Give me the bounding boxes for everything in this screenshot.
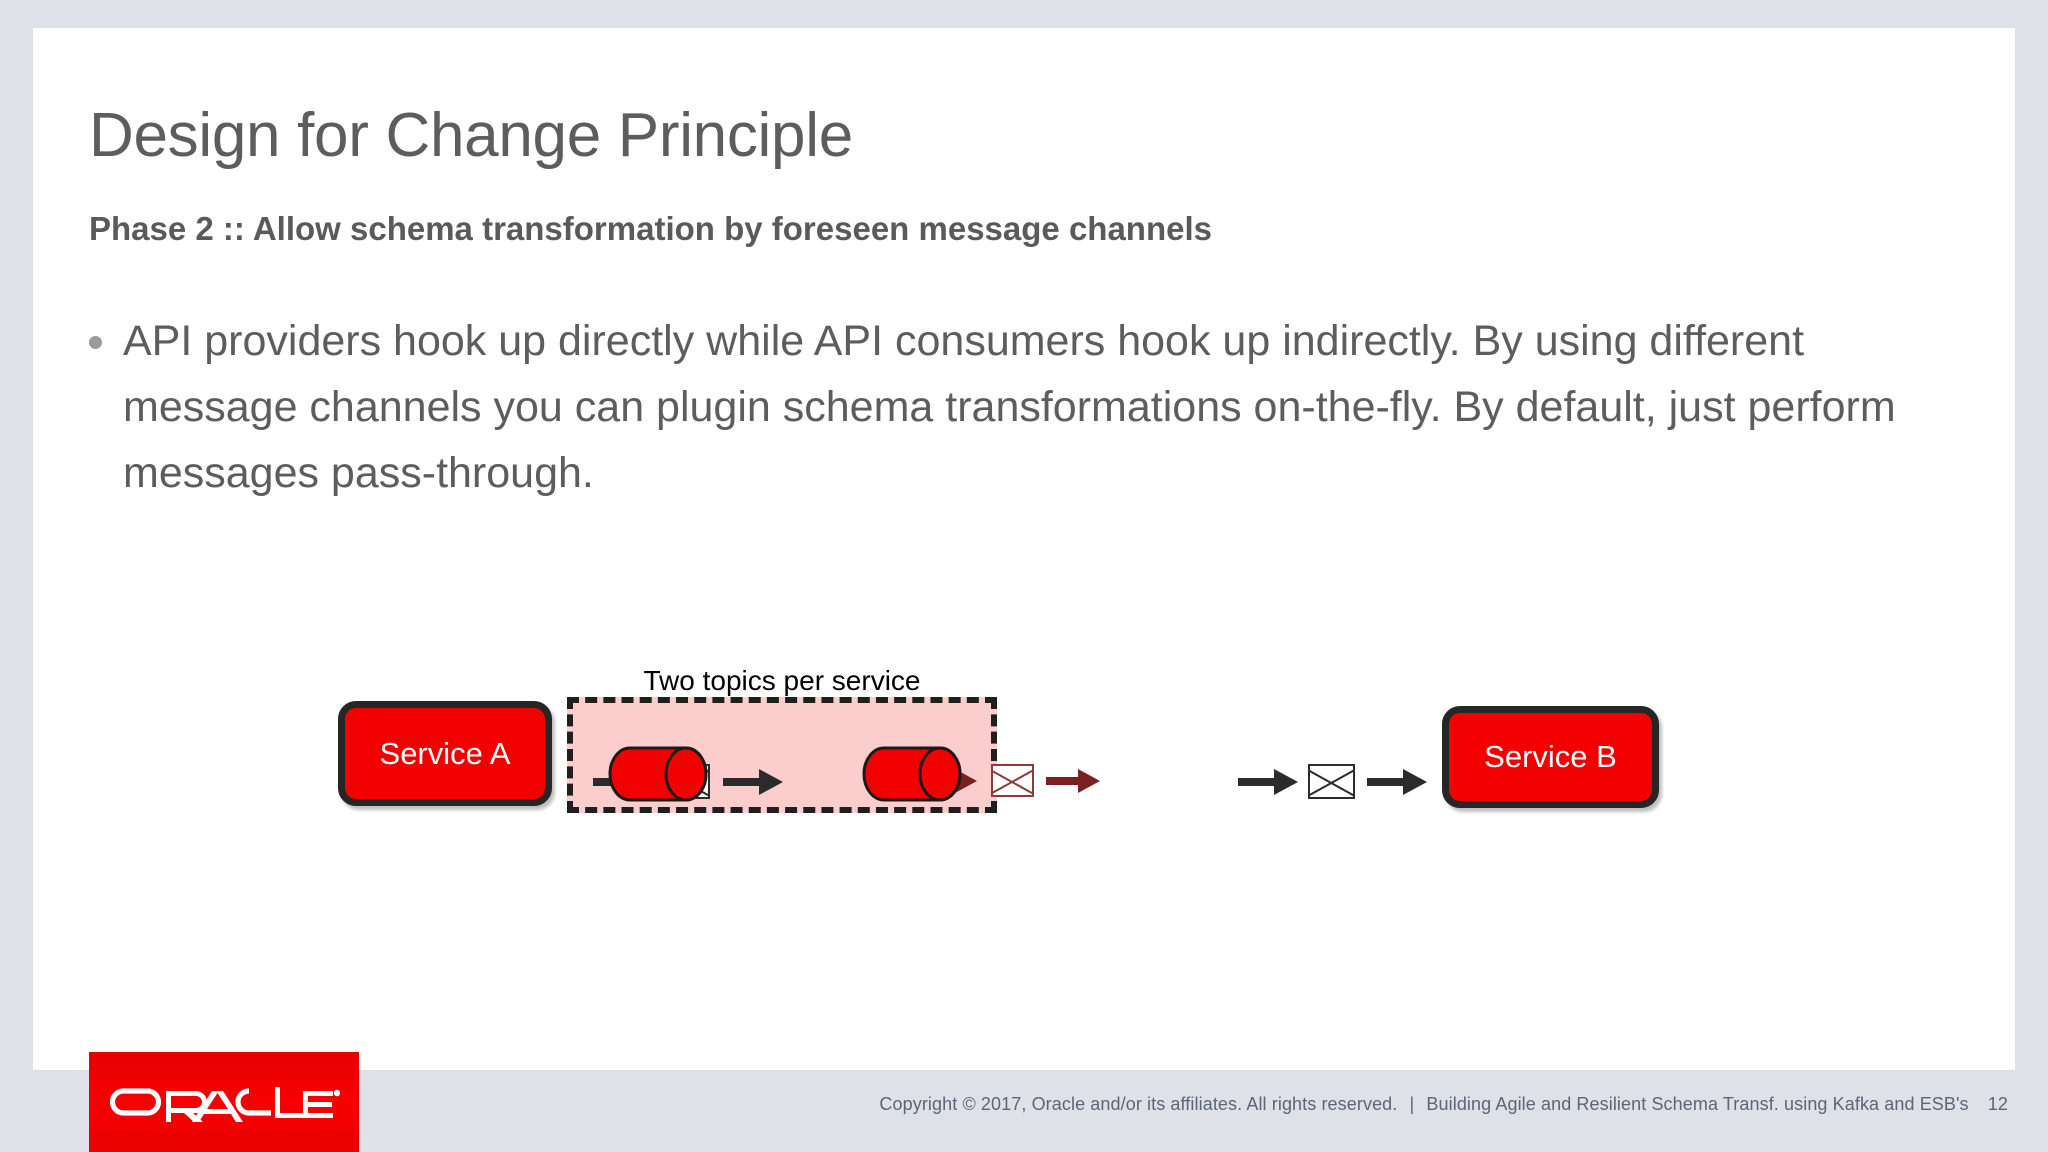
service-a-node[interactable]: Service A [338, 701, 552, 806]
oracle-logo [89, 1052, 359, 1152]
message-envelope-icon [1308, 764, 1355, 799]
service-b-node[interactable]: Service B [1442, 706, 1659, 808]
arrow-right-icon [723, 766, 785, 798]
kafka-topic-cylinder[interactable] [608, 746, 708, 802]
slide-subtitle: Phase 2 :: Allow schema transformation b… [89, 210, 1212, 247]
arrow-right-icon [1046, 766, 1102, 796]
arrow-right-icon [1238, 766, 1300, 798]
slide-canvas: Design for Change Principle Phase 2 :: A… [33, 28, 2015, 1070]
kafka-topic-cylinder[interactable] [862, 746, 962, 802]
footer-separator: | [1409, 1094, 1415, 1114]
page-title: Design for Change Principle [89, 101, 853, 170]
message-envelope-icon [991, 764, 1034, 797]
architecture-diagram: Two topics per service Service A [33, 28, 2015, 1070]
footer-page-number: 12 [1987, 1094, 2008, 1114]
footer-text: Copyright © 2017, Oracle and/or its affi… [879, 1094, 2008, 1115]
bullet-item-text: API providers hook up directly while API… [123, 317, 1896, 497]
envelope-body [991, 764, 1034, 797]
oracle-wordmark-icon [109, 1087, 340, 1122]
bullet-list: API providers hook up directly while API… [89, 308, 1959, 506]
bullet-dot-icon [89, 336, 102, 349]
envelope-body [1308, 764, 1355, 799]
footer-deck-title: Building Agile and Resilient Schema Tran… [1426, 1094, 1969, 1114]
arrow-right-icon [1367, 766, 1429, 798]
two-topics-zone-label: Two topics per service [643, 665, 921, 696]
footer-copyright: Copyright © 2017, Oracle and/or its affi… [879, 1094, 1398, 1114]
